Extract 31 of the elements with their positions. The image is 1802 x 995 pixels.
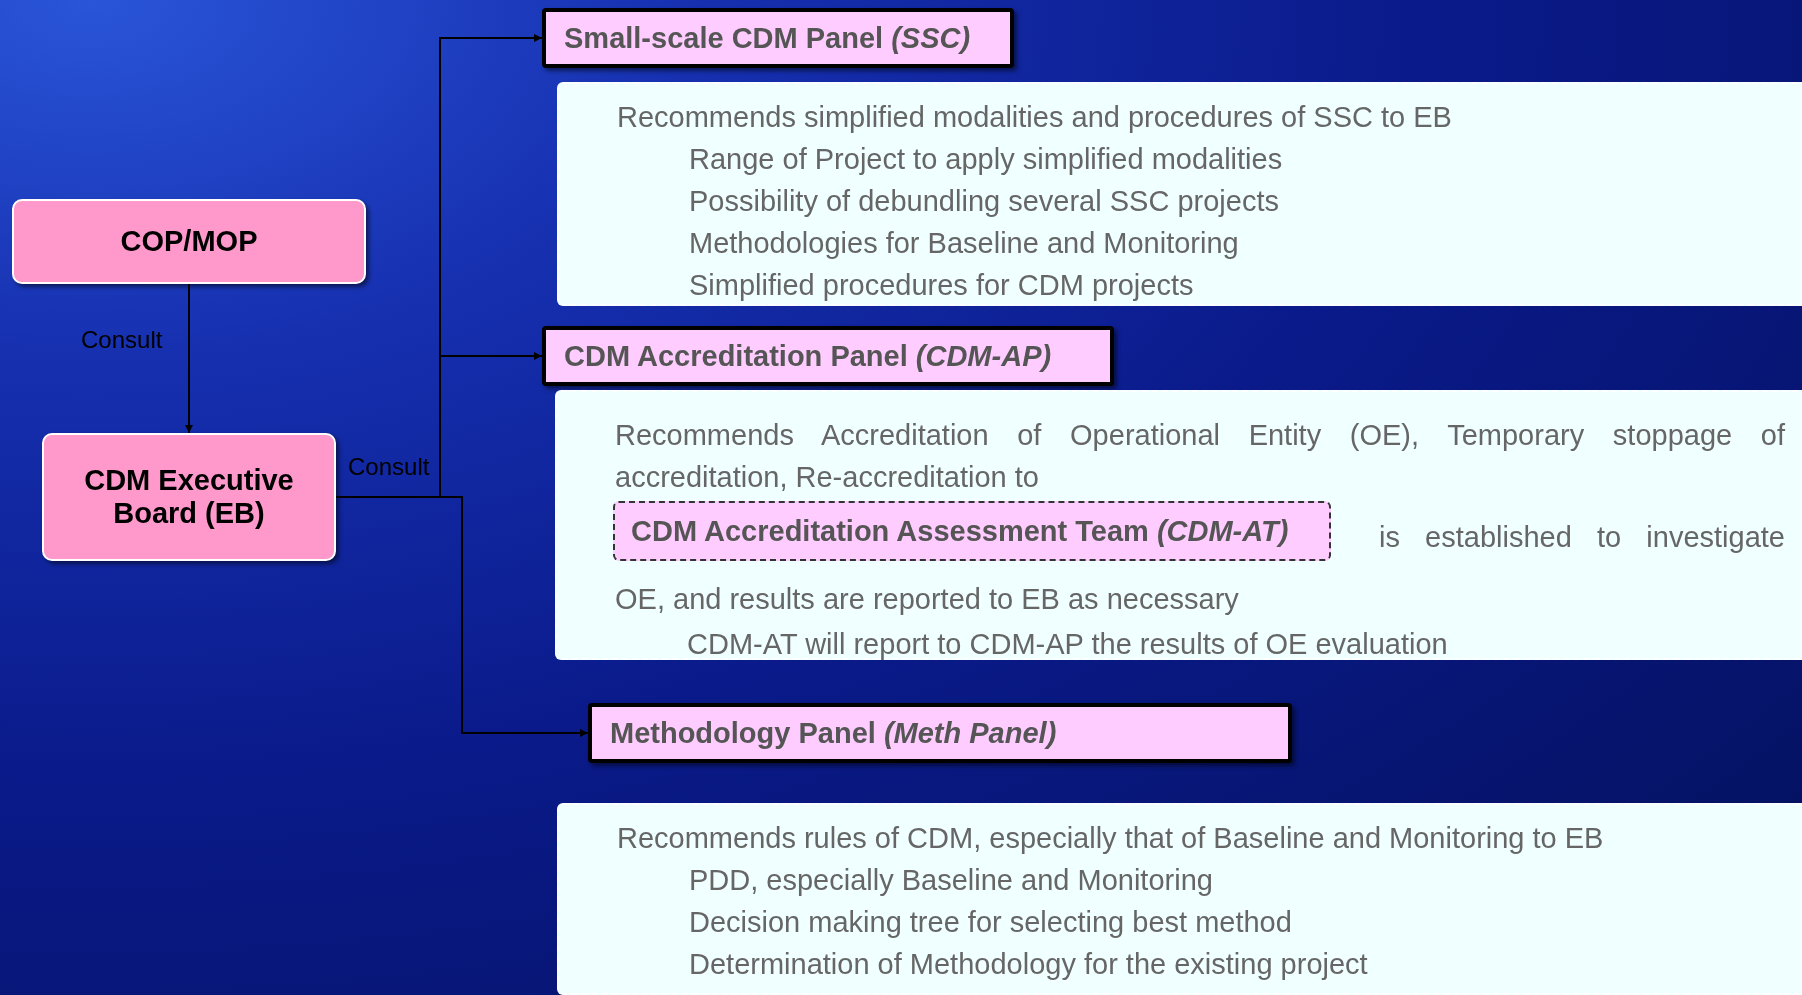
arrow [185,283,193,434]
description-text: Recommends Accreditation of Operational Entity (OE), Temporary stoppage of accreditation, Re-accreditation to [615,418,1785,495]
panel-name: CDM Accreditation Panel (CDM-AP) [564,339,1052,373]
body-box [12,199,366,284]
body-box [42,433,336,561]
description-text: CDM-AT will report to CDM-AP the results of OE evaluation [687,627,1448,662]
body-name: COP/MOP [120,225,258,258]
team-name: CDM Accreditation Assessment Team (CDM-AT) [631,514,1289,548]
description-text: Decision making tree for selecting best method [689,905,1292,940]
description-panel [557,82,1802,306]
team-box [613,501,1331,561]
description-text: Recommends simplified modalities and procedures of SSC to EB [617,100,1452,135]
description-text: PDD, especially Baseline and Monitoring [689,863,1213,898]
description-text: Range of Project to apply simplified modalities [689,142,1283,177]
description-text: Determination of Methodology for the existing project [689,947,1368,982]
body-name: CDM Executive Board (EB) [83,464,295,530]
description-panel [557,803,1802,995]
description-text: Recommends rules of CDM, especially that of Baseline and Monitoring to EB [617,821,1604,856]
description-text: Simplified procedures for CDM projects [689,268,1194,303]
panel-name: Small-scale CDM Panel (SSC) [564,21,971,55]
description-text: Methodologies for Baseline and Monitoring [689,226,1239,261]
panel-box [542,326,1114,386]
description-text: OE, and results are reported to EB as necessary [615,582,1239,617]
description-text: is established to investigate [1379,520,1785,555]
edge-label: Consult [348,453,430,481]
description-text: Possibility of debundling several SSC projects [689,184,1279,219]
description-panel [555,390,1802,660]
edge-label: Consult [81,326,163,354]
panel-box [588,703,1292,763]
panel-box [542,8,1014,68]
panel-name: Methodology Panel (Meth Panel) [610,716,1057,750]
